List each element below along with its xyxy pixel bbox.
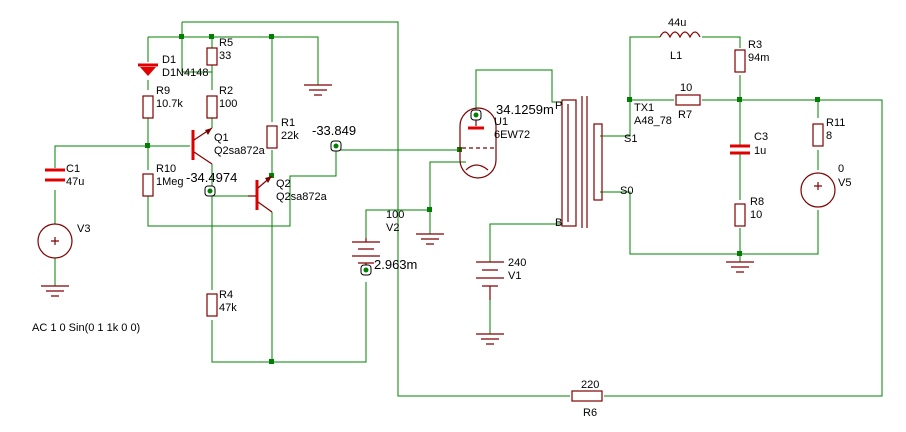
source-v3[interactable]: V3 — [37, 223, 90, 259]
r1-ref: R1 — [281, 117, 295, 129]
r10-ref: R10 — [156, 163, 176, 175]
resistor-r9[interactable]: R9 10.7k — [142, 85, 183, 119]
wires — [54, 21, 883, 397]
r9-value: 10.7k — [156, 98, 183, 110]
d1-ref: D1 — [162, 54, 176, 66]
r7-ref: R7 — [678, 109, 692, 121]
q1-ref: Q1 — [214, 132, 229, 144]
probe-p2-value: -34.4974 — [186, 170, 237, 185]
probe-p3-value: 34.1259m — [496, 102, 554, 117]
probe-p1-value: -33.849 — [312, 123, 356, 138]
r4-ref: R4 — [219, 289, 233, 301]
tx1-value: A48_78 — [634, 115, 672, 127]
transistor-q2[interactable]: Q2 Q2sa872a — [248, 175, 328, 213]
r2-value: 100 — [219, 98, 237, 110]
r1-value: 22k — [281, 130, 299, 142]
resistor-r6[interactable]: 220 R6 — [571, 379, 603, 419]
resistor-r1[interactable]: R1 22k — [266, 117, 299, 149]
junction-dots — [145, 34, 820, 364]
r4-value: 47k — [219, 302, 237, 314]
c1-ref: C1 — [66, 163, 80, 175]
r5-ref: R5 — [219, 37, 233, 49]
r8-ref: R8 — [750, 196, 764, 208]
probe-p4-value: 2.963m — [374, 257, 417, 272]
resistor-r10[interactable]: R10 1Meg — [142, 163, 184, 197]
resistor-r4[interactable]: R4 47k — [206, 289, 237, 317]
r10-value: 1Meg — [156, 176, 184, 188]
q2-value: Q2sa872a — [276, 191, 328, 203]
r5-value: 33 — [219, 50, 231, 62]
c3-ref: C3 — [754, 131, 768, 143]
transformer-tx1[interactable]: TX1 A48_78 P B S1 S0 — [555, 96, 672, 229]
probe-p1[interactable]: -33.849 — [312, 123, 356, 152]
r3-value: 94m — [748, 52, 769, 64]
r9-ref: R9 — [156, 85, 170, 97]
probe-p2[interactable]: -34.4974 — [186, 170, 237, 197]
d1-value: D1N4148 — [162, 67, 208, 79]
r6-value: 220 — [581, 379, 599, 391]
r11-value: 8 — [826, 130, 832, 142]
l1-value: 44u — [668, 17, 686, 29]
v5-value: 0 — [838, 163, 844, 175]
probe-p4[interactable]: 2.963m — [360, 257, 417, 276]
resistor-r5[interactable]: R5 33 — [206, 37, 233, 66]
r7-value: 10 — [680, 82, 692, 94]
r2-ref: R2 — [219, 85, 233, 97]
resistor-r8[interactable]: R8 10 — [734, 196, 764, 227]
r6-ref: R6 — [583, 407, 597, 419]
v5-ref: V5 — [838, 177, 851, 189]
u1-ref: U1 — [494, 116, 508, 128]
inductor-l1[interactable]: 44u L1 — [659, 17, 701, 62]
battery-v1[interactable]: 240 V1 — [476, 257, 526, 300]
r8-value: 10 — [750, 209, 762, 221]
tx1-pin-p: P — [555, 100, 562, 112]
u1-value: 6EW72 — [494, 129, 530, 141]
v2-value: 100 — [386, 209, 404, 221]
l1-ref: L1 — [670, 50, 682, 62]
q1-value: Q2sa872a — [214, 145, 266, 157]
v1-value: 240 — [508, 257, 526, 269]
probe-p3[interactable]: 34.1259m — [470, 102, 554, 121]
ground-symbols — [41, 84, 754, 345]
v3-spec: AC 1 0 Sin(0 1 1k 0 0) — [32, 322, 140, 334]
v2-ref: V2 — [386, 222, 399, 234]
v1-ref: V1 — [508, 270, 521, 282]
r3-ref: R3 — [748, 39, 762, 51]
tx1-pin-s1: S1 — [624, 133, 637, 145]
resistor-r3[interactable]: R3 94m — [734, 39, 769, 73]
diode-d1[interactable]: D1 D1N4148 — [138, 54, 208, 79]
resistor-r11[interactable]: R11 8 — [812, 117, 845, 147]
resistor-r2[interactable]: R2 100 — [206, 85, 237, 119]
battery-v2[interactable]: 100 V2 — [352, 209, 404, 268]
capacitor-c1[interactable]: C1 47u — [45, 163, 84, 188]
resistor-r7[interactable]: 10 R7 — [675, 82, 701, 121]
q2-ref: Q2 — [276, 178, 291, 190]
tube-u1[interactable]: U1 6EW72 — [459, 107, 530, 179]
tx1-pin-s0: S0 — [620, 185, 633, 197]
tx1-ref: TX1 — [634, 102, 654, 114]
c1-value: 47u — [66, 176, 84, 188]
capacitor-c3[interactable]: C3 1u — [730, 131, 768, 158]
c3-value: 1u — [754, 145, 766, 157]
tx1-pin-b: B — [555, 217, 562, 229]
source-v5[interactable]: 0 V5 — [800, 163, 851, 208]
v3-ref: V3 — [77, 223, 90, 235]
r11-ref: R11 — [826, 117, 845, 129]
transistor-q1[interactable]: Q1 Q2sa872a — [191, 127, 266, 165]
